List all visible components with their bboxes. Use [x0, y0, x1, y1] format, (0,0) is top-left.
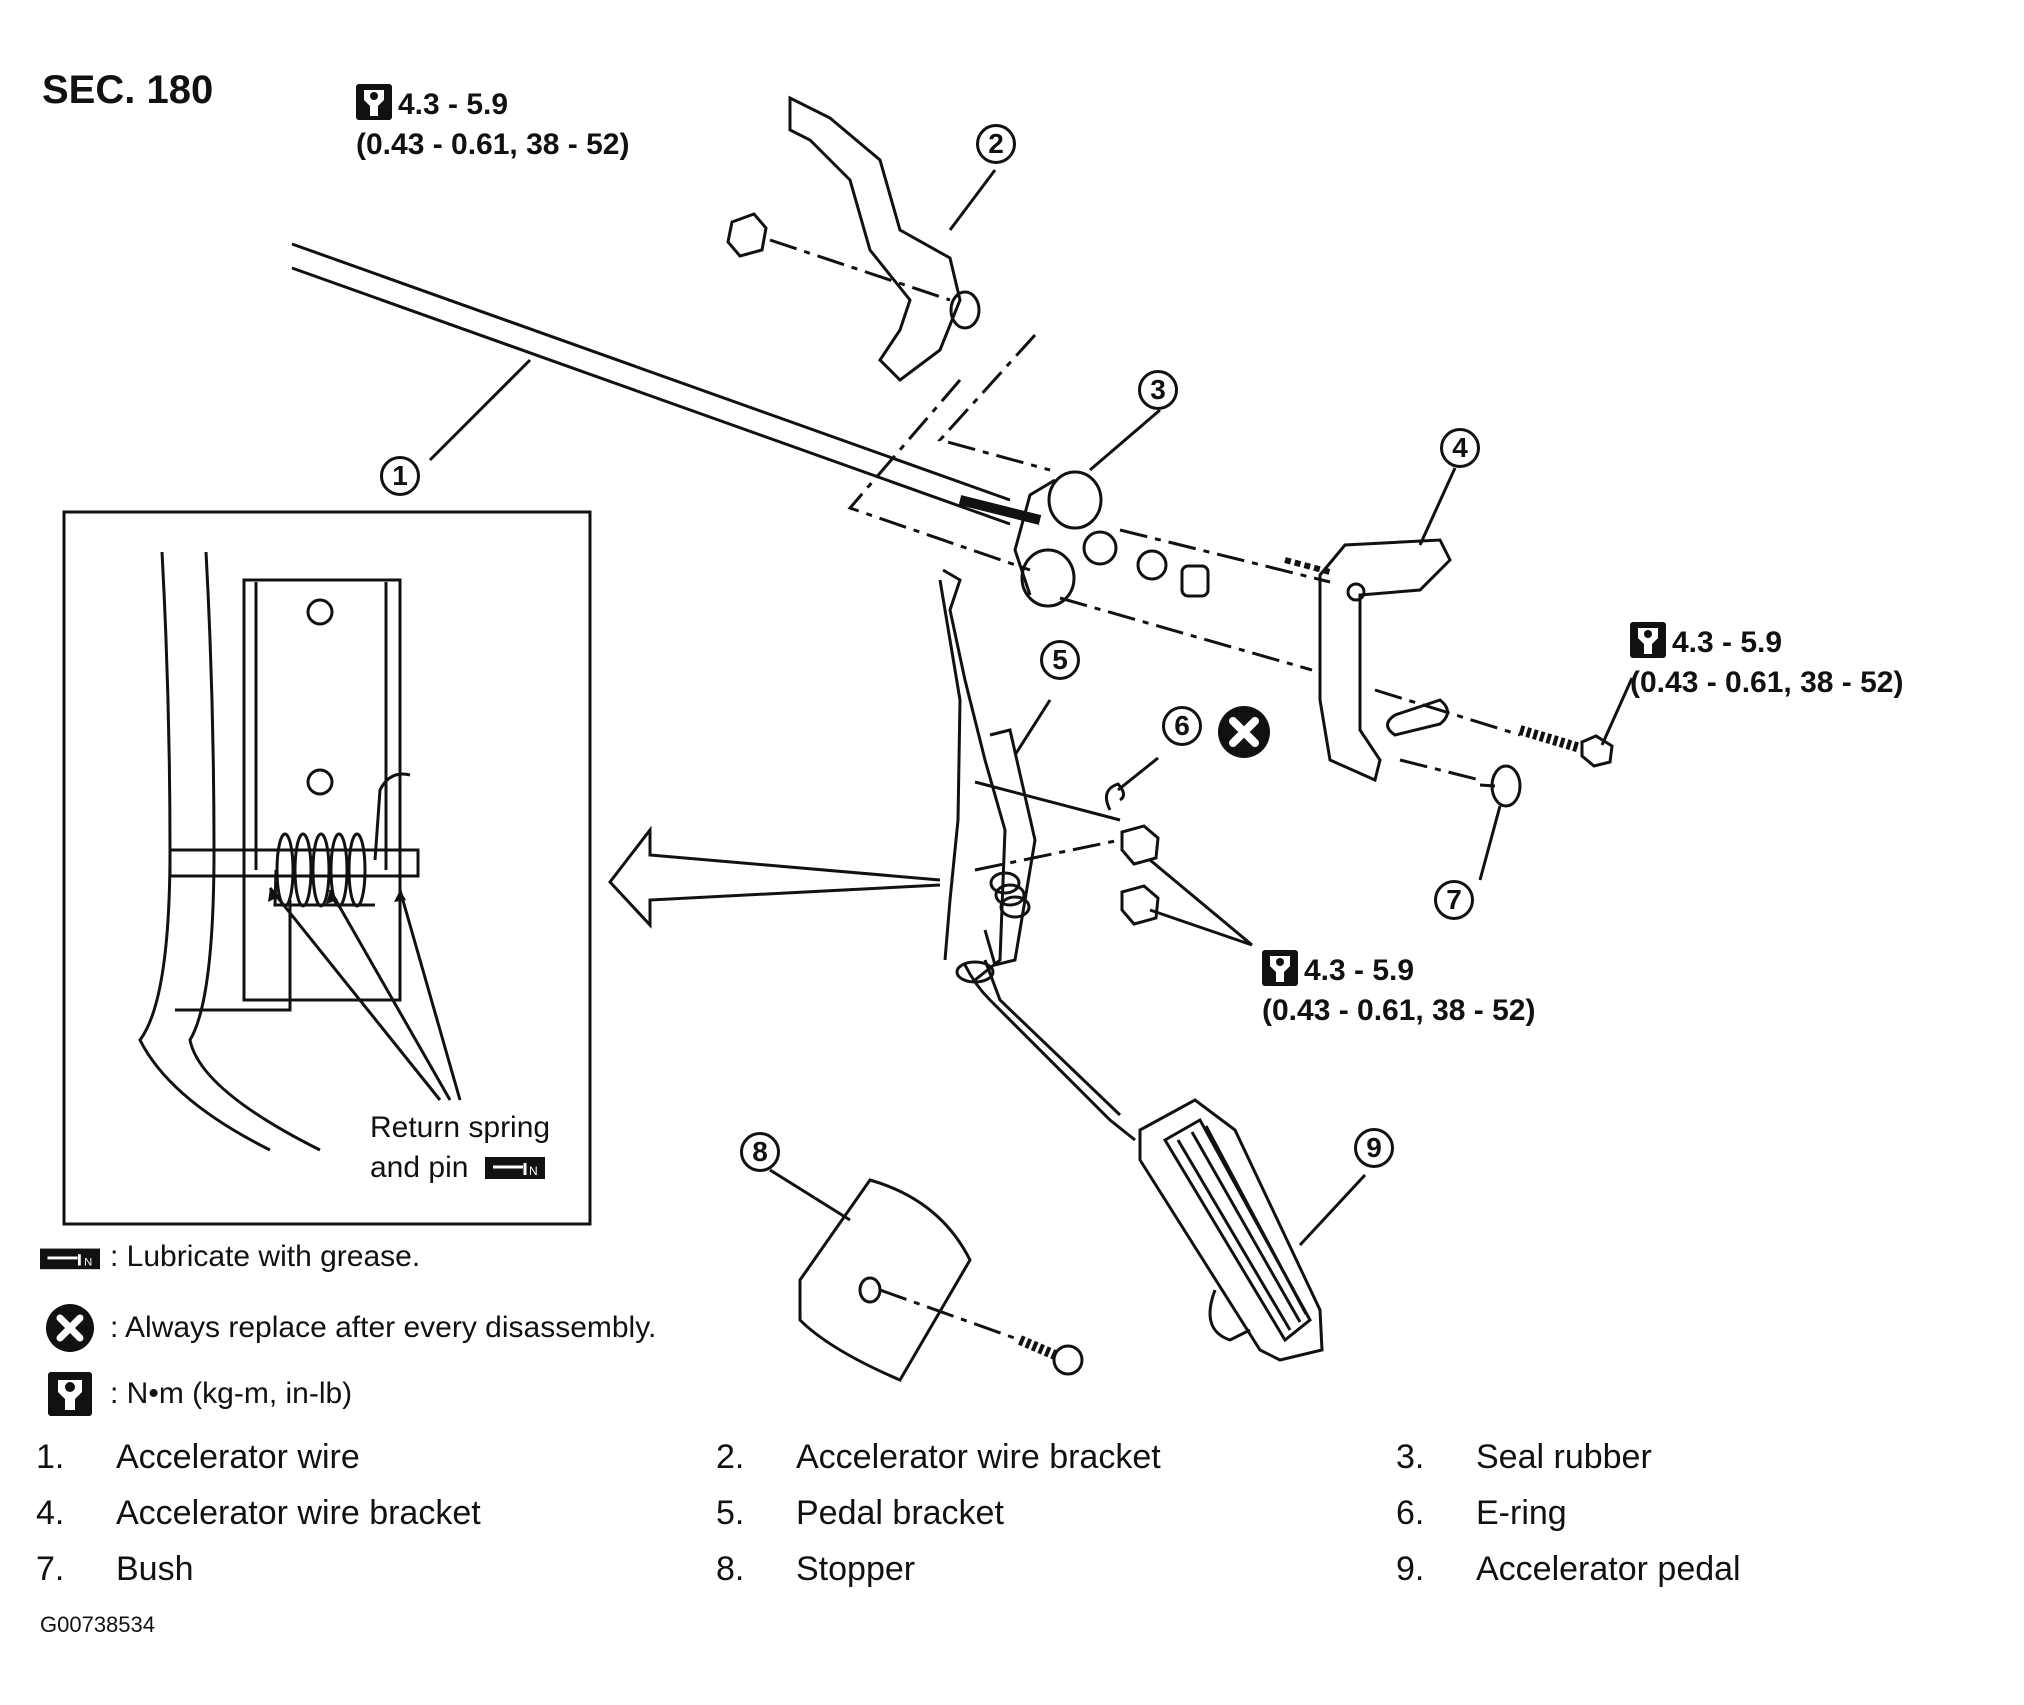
part-item: 9.Accelerator pedal [1396, 1550, 1741, 1588]
legend-torque: : N•m (kg-m, in-lb) [40, 1372, 352, 1416]
torque-wrench-icon [356, 84, 392, 120]
figure-id: G00738534 [40, 1612, 155, 1637]
callout-2: 2 [976, 124, 1016, 164]
part-item: 5.Pedal bracket [716, 1494, 1004, 1532]
torque-wrench-icon [40, 1372, 100, 1416]
torque-spec-top: 4.3 - 5.9 (0.43 - 0.61, 38 - 52) [356, 84, 630, 165]
callout-7: 7 [1434, 880, 1474, 920]
part-item: 7.Bush [36, 1550, 194, 1588]
part-item: 6.E-ring [1396, 1494, 1567, 1532]
part-item: 2.Accelerator wire bracket [716, 1438, 1161, 1476]
replace-x-icon [40, 1302, 100, 1354]
exploded-view-drawing [62, 95, 1634, 1382]
part-item: 1.Accelerator wire [36, 1438, 360, 1476]
legend-replace: : Always replace after every disassembly… [40, 1302, 656, 1354]
inset-frame [62, 510, 592, 1226]
replace-x-icon [1216, 704, 1272, 765]
torque-wrench-icon [1630, 622, 1666, 658]
accelerator-wire [291, 242, 1011, 502]
callout-9: 9 [1354, 1128, 1394, 1168]
grease-gun-icon: N [40, 1242, 100, 1272]
part-item: 4.Accelerator wire bracket [36, 1494, 481, 1532]
callout-3: 3 [1138, 370, 1178, 410]
torque-spec-right: 4.3 - 5.9 (0.43 - 0.61, 38 - 52) [1630, 622, 1904, 703]
svg-text:N: N [84, 1256, 92, 1268]
callout-6: 6 [1162, 706, 1202, 746]
svg-text:N: N [529, 1164, 538, 1178]
grease-gun-icon: N [484, 1151, 545, 1192]
torque-wrench-icon [1262, 950, 1298, 986]
torque-spec-middle: 4.3 - 5.9 (0.43 - 0.61, 38 - 52) [1262, 950, 1536, 1031]
part-item: 3.Seal rubber [1396, 1438, 1652, 1476]
flange-nut [726, 212, 768, 258]
inset-label: Return spring and pin N [370, 1108, 550, 1192]
legend-grease: N : Lubricate with grease. [40, 1240, 420, 1274]
callout-4: 4 [1440, 428, 1480, 468]
section-title: SEC. 180 [42, 68, 214, 112]
callout-5: 5 [1040, 640, 1080, 680]
callout-1: 1 [380, 456, 420, 496]
callout-8: 8 [740, 1132, 780, 1172]
part-item: 8.Stopper [716, 1550, 916, 1588]
